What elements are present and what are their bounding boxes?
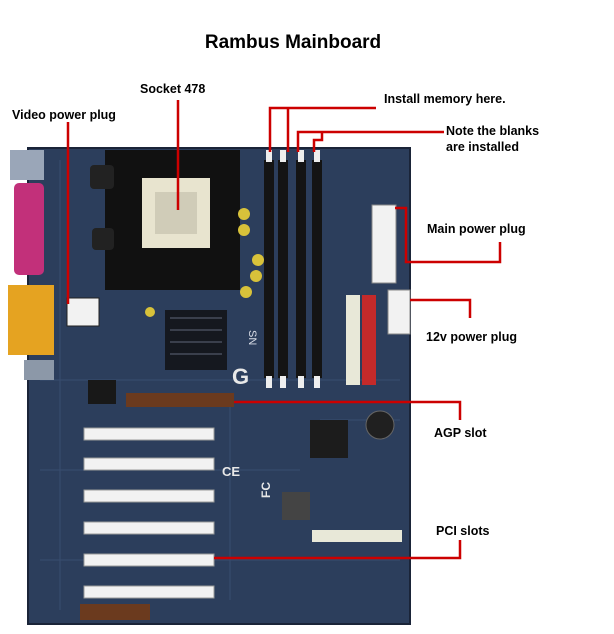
- fc-marking: FC: [259, 482, 273, 498]
- agp-slot-shape: [126, 393, 234, 407]
- label-pci-slots: PCI slots: [436, 524, 490, 538]
- northbridge-heatsink: [165, 310, 227, 370]
- leader-blanks-1: [296, 130, 444, 152]
- leader-lines: [66, 100, 502, 560]
- leader-12v: [410, 298, 472, 318]
- diagram-title: Rambus Mainboard: [204, 32, 382, 53]
- cmos-battery: [365, 410, 395, 440]
- pci-slot-shapes: [83, 427, 215, 599]
- ide-connector-2: [362, 295, 376, 385]
- label-install-memory: Install memory here.: [384, 92, 506, 106]
- leader-memory-1: [268, 106, 376, 152]
- capacitors: [145, 208, 264, 317]
- ide-connector-1: [346, 295, 360, 385]
- video-power-connector: [66, 297, 100, 327]
- label-socket-478: Socket 478: [140, 82, 206, 96]
- 12v-power-connector: [387, 289, 411, 335]
- label-blanks-line2: are installed: [446, 140, 519, 154]
- g-logo-marking: G: [232, 364, 249, 389]
- io-chip: [88, 380, 116, 404]
- memory-slot-latches: [266, 150, 320, 388]
- sn-marking: SN: [246, 330, 258, 345]
- usb-port: [10, 150, 44, 180]
- label-main-power-plug: Main power plug: [427, 222, 526, 236]
- label-agp-slot: AGP slot: [434, 426, 487, 440]
- serial-port: [8, 285, 54, 355]
- label-12v-power-plug: 12v power plug: [426, 330, 517, 344]
- atx-main-power-connector: [371, 204, 397, 284]
- audio-port: [24, 360, 54, 380]
- parallel-port: [14, 183, 44, 275]
- leader-agp: [234, 400, 462, 420]
- ce-marking: CE: [222, 464, 240, 479]
- label-blanks-line1: Note the blanks: [446, 124, 540, 138]
- floppy-connector: [312, 530, 402, 542]
- inductors: [90, 165, 114, 250]
- label-video-power-plug: Video power plug: [12, 108, 116, 122]
- bottom-slot: [80, 604, 150, 620]
- southbridge-chip: [310, 420, 348, 458]
- bios-chip: [282, 492, 310, 520]
- rimm-slots: [264, 160, 322, 378]
- leader-pci: [214, 540, 462, 560]
- leader-blanks-2: [312, 132, 324, 152]
- leader-main-power: [395, 206, 502, 264]
